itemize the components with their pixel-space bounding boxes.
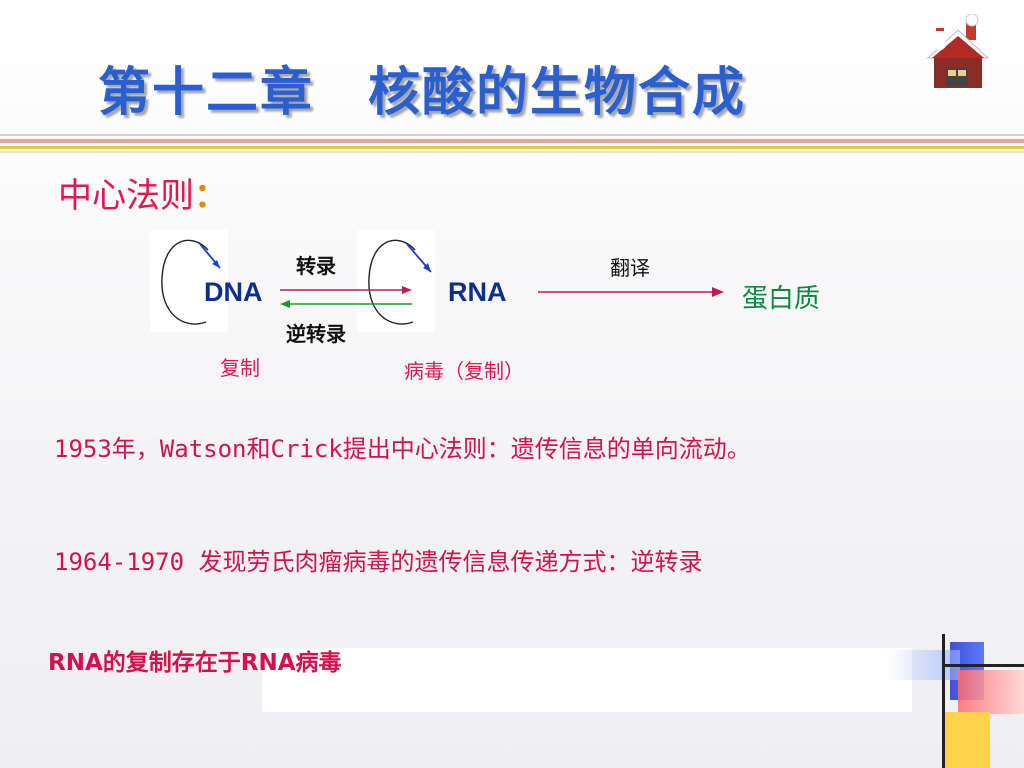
reverse-transcription-label: 逆转录 [286,322,346,346]
dna-label: DNA [204,277,263,307]
transcription-label: 转录 [296,254,336,278]
page-title: 第十二章 核酸的生物合成 [98,63,747,123]
house-icon [926,13,990,94]
text-panel [262,648,912,712]
section-heading-text: 中心法则 [58,176,194,216]
section-heading: 中心法则： [58,168,228,217]
transcription-arrowhead [402,286,412,294]
statement-rna-replication: RNA的复制存在于RNA病毒 [48,650,342,676]
rna-label: RNA [448,277,507,307]
translation-arrow [538,287,724,297]
corner-decoration [890,634,1024,768]
reverse-transcription-arrowhead [280,300,290,308]
translation-label: 翻译 [610,256,650,280]
circular-arrow-icon [368,239,432,325]
divider-line [0,134,1024,136]
dna-rna-arrows [280,286,412,308]
circular-arrow-icon [161,239,221,325]
rna-replication-loop [357,230,435,332]
dna-replication-loop [150,230,228,332]
house-decoration [924,13,992,100]
protein-label: 蛋白质 [742,284,821,314]
dna-replication-label: 复制 [220,356,260,380]
divider-line [0,139,1024,143]
rna-replication-label: 病毒（复制） [404,359,524,383]
statement-1964: 1964-1970 发现劳氏肉瘤病毒的遗传信息传递方式：逆转录 [54,548,703,576]
divider-line [0,151,1024,153]
statement-1953: 1953年，Watson和Crick提出中心法则：遗传信息的单向流动。 [54,435,751,463]
divider-line [0,146,1024,149]
section-heading-colon: ： [194,176,228,216]
